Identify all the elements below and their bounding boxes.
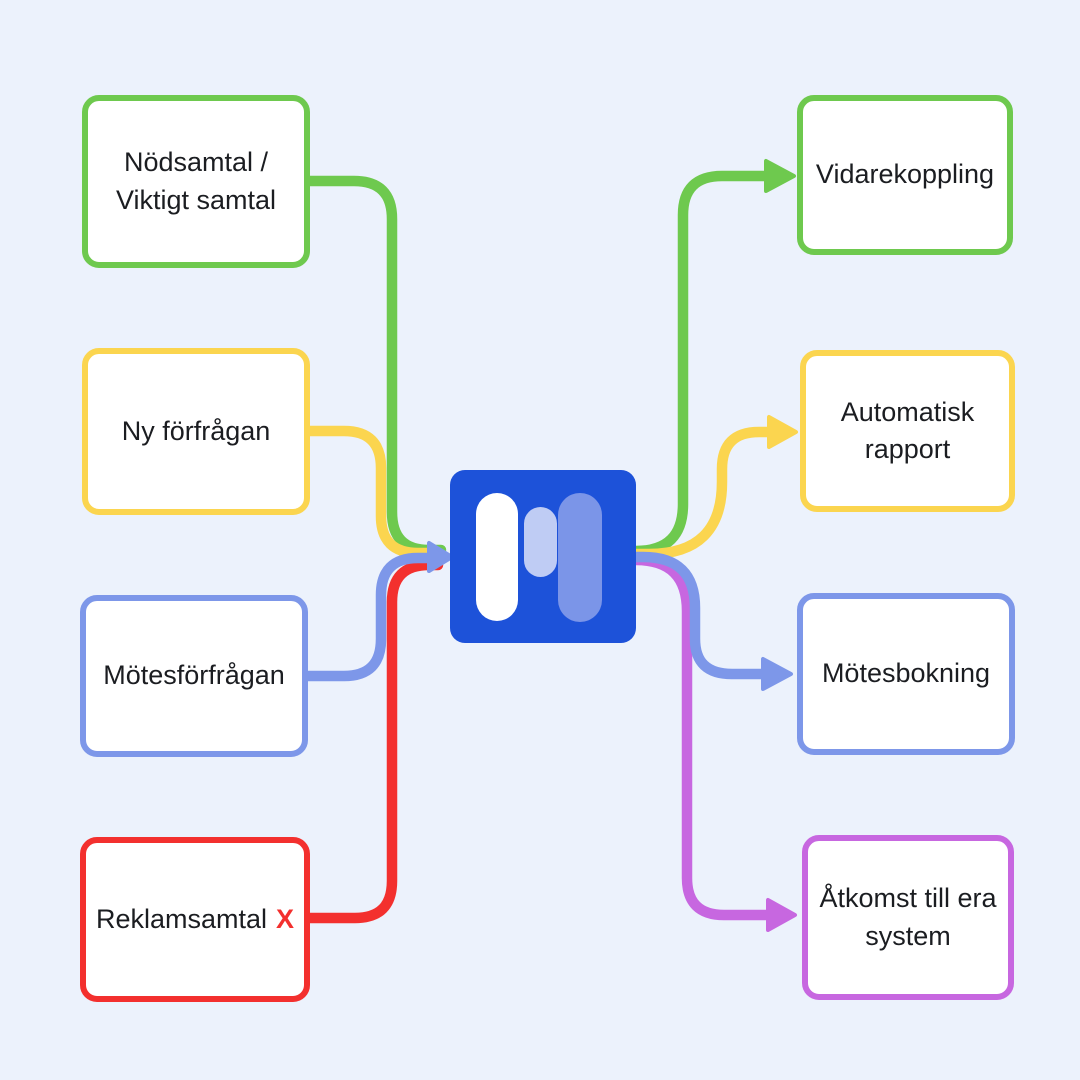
node-vidarekoppling: Vidarekoppling [797, 95, 1013, 255]
node-label: Ny förfrågan [121, 415, 271, 446]
node-label: Vidarekoppling [815, 159, 995, 190]
arrowhead-vidarekoppling-icon [766, 161, 794, 191]
blocked-x-icon: X [276, 904, 295, 934]
arrowhead-motesbokning-icon [763, 659, 791, 689]
arrowhead-into-logo-icon [429, 543, 452, 571]
node-label: Mötesbokning [821, 658, 991, 689]
node-label: Nödsamtal / Viktigt samtal [115, 147, 277, 215]
node-reklamsamtal: Reklamsamtal X [80, 837, 310, 1002]
wire-motesforfragan [302, 552, 436, 682]
wire-nodsamtal [304, 175, 447, 556]
wire-vidarekoppling [630, 170, 772, 557]
node-motesforfragan: Mötesförfrågan [80, 595, 308, 757]
arrowhead-atkomst-icon [766, 898, 797, 932]
node-label: Automatisk rapport [840, 396, 975, 464]
wire-atkomst [630, 554, 774, 921]
node-automatisk-rapport: Automatisk rapport [800, 350, 1015, 512]
wire-motesbokning [630, 551, 769, 680]
arrowhead-automatisk-rapport-icon [769, 417, 796, 447]
wire-reklamsamtal [304, 559, 444, 924]
logo-pill-left [476, 493, 518, 621]
arrowhead-automatisk-rapport-icon [767, 415, 798, 449]
arrowhead-vidarekoppling-icon [764, 159, 796, 193]
wire-automatisk-rapport [630, 426, 775, 560]
node-nodsamtal: Nödsamtal / Viktigt samtal [82, 95, 310, 268]
logo-pill-middle [524, 507, 557, 577]
logo-pill-right [558, 493, 602, 622]
wire-ny-forfragan [304, 425, 444, 559]
node-label: Mötesförfrågan [103, 660, 285, 691]
node-atkomst: Åtkomst till era system [802, 835, 1014, 1000]
central-app-logo-icon [450, 470, 636, 643]
node-label: Reklamsamtal [95, 903, 268, 934]
node-ny-forfragan: Ny förfrågan [82, 348, 310, 515]
arrowhead-motesbokning-icon [761, 657, 793, 691]
arrowhead-into-logo-icon [427, 541, 454, 573]
arrowhead-atkomst-icon [768, 900, 795, 930]
node-label: Åtkomst till era system [819, 883, 997, 951]
node-motesbokning: Mötesbokning [797, 593, 1015, 755]
